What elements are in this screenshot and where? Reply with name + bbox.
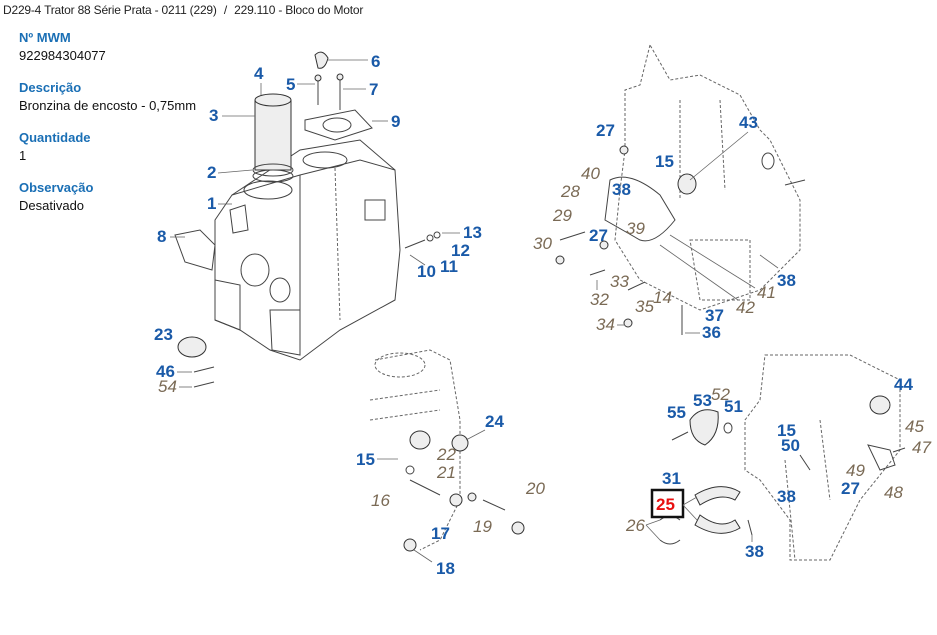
quantity-label: Quantidade bbox=[19, 130, 91, 145]
callout-10[interactable]: 10 bbox=[417, 262, 436, 281]
quantity-value: 1 bbox=[19, 148, 27, 163]
observation-label: Observação bbox=[19, 180, 94, 195]
callout-8[interactable]: 8 bbox=[157, 227, 166, 246]
callout-38-b[interactable]: 38 bbox=[777, 271, 796, 290]
callout-46[interactable]: 46 bbox=[156, 362, 175, 381]
callout-17[interactable]: 17 bbox=[431, 524, 450, 543]
callout-51[interactable]: 51 bbox=[724, 397, 743, 416]
callout-16[interactable]: 16 bbox=[371, 491, 390, 510]
callout-39[interactable]: 39 bbox=[626, 219, 645, 238]
callout-47[interactable]: 47 bbox=[912, 438, 931, 457]
oil-pump-drawing bbox=[369, 349, 525, 552]
callout-20[interactable]: 20 bbox=[525, 479, 545, 498]
observation-value: Desativado bbox=[19, 198, 85, 213]
part-details-panel: Nº MWM 922984304077 Descrição Bronzina d… bbox=[19, 29, 229, 229]
callout-19[interactable]: 19 bbox=[473, 517, 492, 536]
callout-28[interactable]: 28 bbox=[560, 182, 580, 201]
callout-53[interactable]: 53 bbox=[693, 391, 712, 410]
callout-35[interactable]: 35 bbox=[635, 297, 654, 316]
callout-50[interactable]: 50 bbox=[781, 436, 800, 455]
breadcrumb-current: 229.110 - Bloco do Motor bbox=[234, 3, 364, 17]
front-housing-drawing bbox=[555, 43, 806, 335]
callout-55[interactable]: 55 bbox=[667, 403, 686, 422]
callout-22[interactable]: 22 bbox=[436, 445, 456, 464]
callout-15-b[interactable]: 15 bbox=[356, 450, 375, 469]
rear-housing-drawing bbox=[659, 354, 906, 561]
callout-2[interactable]: 2 bbox=[207, 163, 216, 182]
callout-12[interactable]: 12 bbox=[451, 241, 470, 260]
callout-44[interactable]: 44 bbox=[894, 375, 913, 394]
callout-41[interactable]: 41 bbox=[757, 283, 776, 302]
callout-42[interactable]: 42 bbox=[736, 298, 755, 317]
callout-13[interactable]: 13 bbox=[463, 223, 482, 242]
callout-21[interactable]: 21 bbox=[436, 463, 456, 482]
description-value: Bronzina de encosto - 0,75mm bbox=[19, 98, 197, 113]
breadcrumb: D229-4 Trator 88 Série Prata - 0211 (229… bbox=[3, 3, 363, 17]
callout-38-d[interactable]: 38 bbox=[745, 542, 764, 561]
callout-38-a[interactable]: 38 bbox=[612, 180, 631, 199]
breadcrumb-path[interactable]: D229-4 Trator 88 Série Prata - 0211 (229… bbox=[3, 3, 217, 17]
callout-1[interactable]: 1 bbox=[207, 194, 216, 213]
callout-25-selected[interactable]: 25 bbox=[656, 495, 675, 514]
mwm-label: Nº MWM bbox=[19, 30, 71, 45]
mwm-value: 922984304077 bbox=[19, 48, 106, 63]
callout-33[interactable]: 33 bbox=[610, 272, 629, 291]
callout-45[interactable]: 45 bbox=[905, 417, 924, 436]
callout-11[interactable]: 11 bbox=[440, 257, 458, 276]
callout-18[interactable]: 18 bbox=[436, 559, 455, 578]
callout-labels: 1 2 3 4 5 6 7 8 9 10 11 12 13 23 46 54 2… bbox=[154, 52, 931, 578]
callout-6[interactable]: 6 bbox=[371, 52, 380, 71]
callout-52[interactable]: 52 bbox=[711, 385, 730, 404]
callout-3[interactable]: 3 bbox=[209, 106, 218, 125]
callout-15-c[interactable]: 15 bbox=[777, 421, 796, 440]
callout-7[interactable]: 7 bbox=[369, 80, 378, 99]
callout-38-c[interactable]: 38 bbox=[777, 487, 796, 506]
callout-31[interactable]: 31 bbox=[662, 469, 681, 488]
callout-49[interactable]: 49 bbox=[846, 461, 865, 480]
selected-callout-box bbox=[650, 488, 685, 519]
callout-36[interactable]: 36 bbox=[702, 323, 721, 342]
callout-30[interactable]: 30 bbox=[533, 234, 552, 253]
callout-14[interactable]: 14 bbox=[653, 288, 672, 307]
callout-23[interactable]: 23 bbox=[154, 325, 173, 344]
callout-34[interactable]: 34 bbox=[596, 315, 615, 334]
breadcrumb-separator: / bbox=[223, 3, 227, 17]
callout-54[interactable]: 54 bbox=[158, 377, 177, 396]
callout-40[interactable]: 40 bbox=[581, 164, 600, 183]
callout-37[interactable]: 37 bbox=[705, 306, 724, 325]
callout-43[interactable]: 43 bbox=[739, 113, 758, 132]
callout-26[interactable]: 26 bbox=[625, 516, 645, 535]
callout-9[interactable]: 9 bbox=[391, 112, 400, 131]
callout-24[interactable]: 24 bbox=[485, 412, 504, 431]
callout-48[interactable]: 48 bbox=[884, 483, 903, 502]
callout-27-b[interactable]: 27 bbox=[589, 226, 608, 245]
callout-15-a[interactable]: 15 bbox=[655, 152, 674, 171]
callout-27-c[interactable]: 27 bbox=[841, 479, 860, 498]
description-label: Descrição bbox=[19, 80, 82, 95]
callout-32[interactable]: 32 bbox=[590, 290, 609, 309]
callout-29[interactable]: 29 bbox=[552, 206, 572, 225]
callout-27-a[interactable]: 27 bbox=[596, 121, 615, 140]
callout-4[interactable]: 4 bbox=[254, 64, 264, 83]
callout-5[interactable]: 5 bbox=[286, 75, 295, 94]
engine-block-drawing bbox=[174, 51, 441, 388]
